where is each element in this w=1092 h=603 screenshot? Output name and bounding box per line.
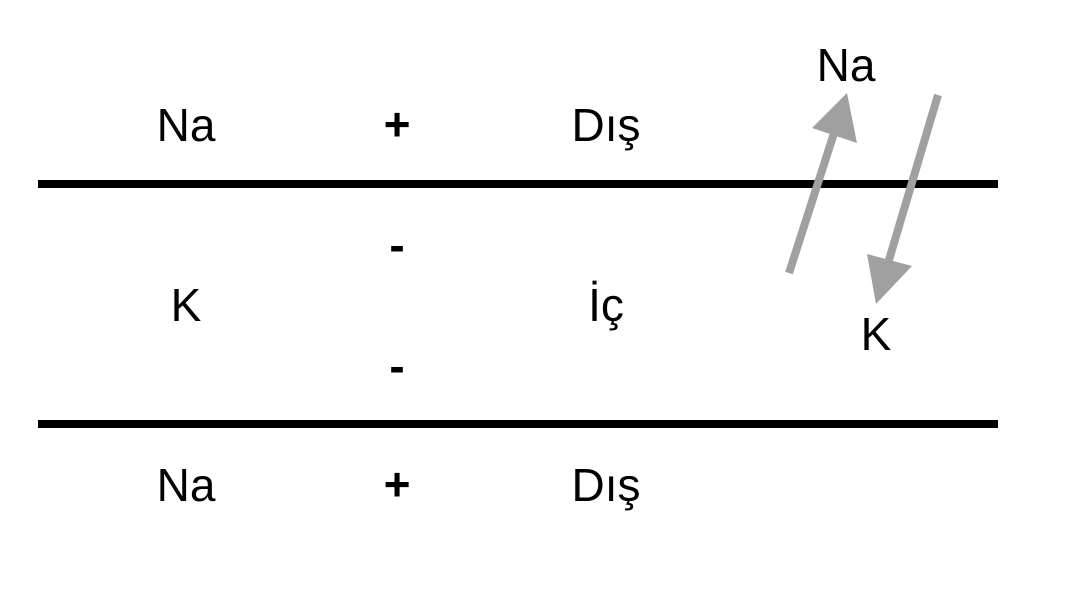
na-outward-arrow: [785, 93, 857, 275]
na-outward-arrow-shaft: [785, 125, 840, 275]
top-outside-label: Dış: [571, 99, 641, 151]
lower-membrane-line: [38, 420, 998, 428]
upper-membrane-line: [38, 180, 998, 188]
bottom-outside-label: Dış: [571, 459, 641, 511]
k-inward-arrowhead: [867, 254, 912, 304]
bottom-na-label: Na: [156, 459, 216, 511]
flow-na-label: Na: [816, 39, 876, 91]
middle-inside-label: İç: [588, 279, 624, 331]
flow-k-label: K: [860, 308, 892, 360]
k-inward-arrow: [867, 93, 942, 304]
na-outward-arrowhead: [812, 93, 857, 143]
k-inward-arrow-shaft: [882, 93, 942, 272]
middle-minus-sign-upper: -: [389, 219, 405, 271]
top-na-label: Na: [156, 99, 216, 151]
middle-minus-sign-lower: -: [389, 340, 405, 392]
top-plus-sign: +: [383, 98, 411, 150]
middle-k-label: K: [170, 279, 202, 331]
bottom-plus-sign: +: [383, 458, 411, 510]
